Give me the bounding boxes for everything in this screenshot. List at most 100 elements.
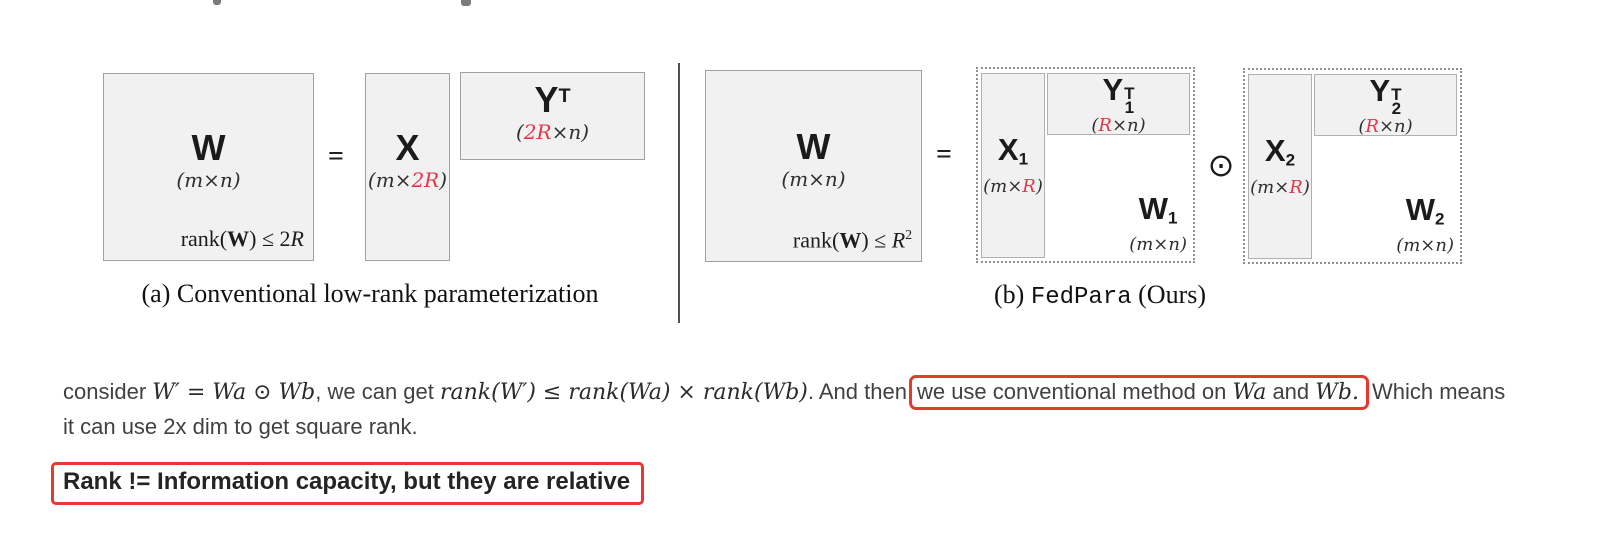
dims-text: ) [1302,176,1310,198]
rank-matrix-symbol: W [839,227,862,252]
rank-constraint: rank(W) ≤ 2R [181,226,304,252]
matrix-x2-strip: X2 (m×R) [1248,74,1312,259]
rank-text: rank( [180,226,228,251]
matrix-label: X [395,127,420,168]
panel-b-caption: (b) FedPara (Ours) [925,280,1275,311]
matrix-y-transpose-conventional: YT (2R×n) [460,72,645,160]
rank-variable: R [290,226,304,251]
matrix-label: X1 [997,132,1029,174]
matrix-symbol: W [1405,191,1435,227]
matrix-label: X2 [1264,133,1296,175]
note-text: . And then [807,379,907,404]
note-text: consider [63,379,153,404]
hadamard-operator: ⊙ [1207,146,1235,184]
caption-text: (b) [993,280,1031,309]
matrix-w1-label: W1 (m×n) [1129,190,1187,254]
matrix-w-fedpara: W (m×n) rank(W) ≤ R2 [705,70,922,262]
matrix-x-conventional: X (m×2R) [365,73,450,261]
matrix-sub: 1 [1018,149,1029,169]
matrix-label: W [191,127,226,168]
transpose-sup: T [558,85,571,107]
matrix-dims: (m×n) [176,168,241,192]
matrix-dims: (m×2R) [368,168,447,192]
equals-sign: = [328,141,344,172]
dims-rank-red: R [1022,175,1036,197]
dims-text: ) [1035,175,1043,197]
dims-rank-red: R [1289,176,1303,198]
dims-text: ×n) [1111,115,1146,137]
matrix-sub: 1 [1167,208,1178,227]
matrix-dims: (m×R) [1250,178,1310,197]
matrix-dims: (R×n) [1048,116,1189,135]
note-math: rank(W′) ≤ rank(Wa) × rank(Wb) [440,380,808,405]
note-math: W′ = Wa ⊙ Wb [152,380,316,405]
matrix-x-label-group: X (m×2R) [366,68,449,254]
dims-text: ) [439,168,448,192]
matrix-w-label-group: W (m×n) [104,68,313,254]
note-math: Wb. [1315,380,1359,405]
matrix-dims: (m×n) [781,167,846,191]
dims-text: (m× [1250,176,1290,198]
matrix-symbol: X [1264,133,1286,169]
matrix-dims: (2R×n) [516,120,589,144]
matrix-dims: (m×R) [983,177,1043,196]
matrix-x1-strip: X1 (m×R) [981,73,1045,258]
transpose-sup: T [1391,85,1402,105]
note-text: and [1266,379,1316,404]
matrix-w-conventional: W (m×n) rank(W) ≤ 2R [103,73,314,261]
caption-method-name: FedPara [1030,284,1132,311]
matrix-w-label-group: W (m×n) [706,65,921,255]
dims-rank-red: 2R [523,119,552,144]
highlight-box-rank-note: Rank != Information capacity, but they a… [51,462,645,505]
dims-text: ×n) [1378,116,1413,138]
rank-exponent: 2 [905,226,912,242]
matrix-symbol: W [1138,190,1168,226]
matrix-symbol: Y [1369,73,1391,108]
dims-text: ( [515,119,524,144]
matrix-sub: 2 [1285,150,1296,170]
matrix-y-label-group: YT (2R×n) [461,73,644,159]
panel-divider-line [678,63,680,323]
note-math: Wa [1232,380,1267,405]
rank-text: ) ≤ [861,227,892,252]
note-text: Which means [1371,379,1506,404]
matrix-sub: 2 [1391,98,1402,118]
matrix-label: W1 [1129,190,1187,233]
cropped-text-remnant [213,0,221,5]
matrix-label: YT [534,78,570,118]
note-text: , we can get [315,379,440,404]
dims-text: ( [1091,115,1099,137]
panel-a-caption: (a) Conventional low-rank parameterizati… [141,279,599,308]
dims-rank-red: R [1365,116,1379,138]
matrix-symbol: X [997,132,1019,168]
rank-constraint: rank(W) ≤ R2 [793,227,912,253]
dims-text: (m× [983,175,1023,197]
dims-text: ×n) [551,119,590,144]
matrix-w2-label: W2 (m×n) [1396,191,1454,255]
rank-variable: R [891,227,906,252]
dims-rank-red: 2R [411,168,440,192]
matrix-sub: 1 [1124,97,1135,117]
note-line-1: consider W′ = Wa ⊙ Wb, we can get rank(W… [63,375,1505,410]
matrix-label: W [796,126,831,167]
highlight-box-conventional-method: we use conventional method on Wa and Wb. [908,375,1369,410]
cropped-text-remnant [461,0,471,6]
dims-rank-red: R [1098,115,1112,137]
matrix-label: W2 [1396,191,1454,234]
equals-sign: = [936,139,952,170]
note-line-2: it can use 2x dim to get square rank. [63,414,418,439]
caption-text: (Ours) [1131,280,1207,309]
note-text: we use conventional method on [916,379,1233,404]
matrix-dims: (R×n) [1315,117,1456,136]
matrix-symbol: Y [534,78,559,120]
rank-text: ) ≤ 2 [249,226,291,251]
